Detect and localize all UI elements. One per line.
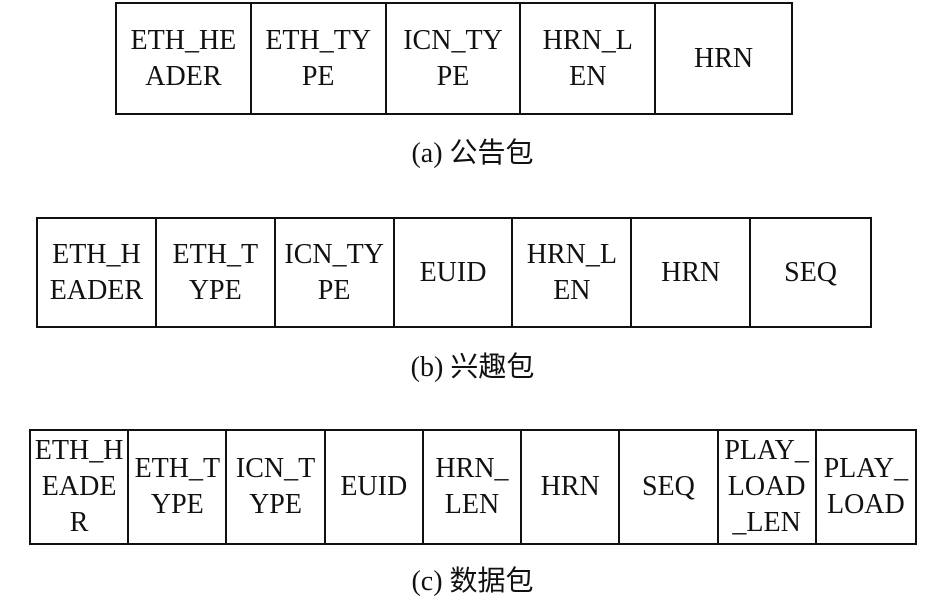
field-hrn: HRN xyxy=(694,42,754,74)
field-hrn-len: HRN_L EN xyxy=(521,4,657,113)
field-eth-type: ETH_T YPE xyxy=(129,431,228,543)
field-payload: PLAY_ LOAD xyxy=(823,453,909,520)
field-seq: SEQ xyxy=(784,256,838,288)
caption-announcement-packet: (a) 公告包 xyxy=(411,138,534,169)
field-icn-type: ICN_TY PE xyxy=(276,219,395,326)
field-hrn: HRN xyxy=(522,431,621,543)
field-seq: SEQ xyxy=(620,431,719,543)
field-eth-header: ETH_H EADE R xyxy=(31,431,130,543)
field-eth-type: ETH_T YPE xyxy=(157,219,276,326)
caption-data-packet: (c) 数据包 xyxy=(411,566,534,597)
field-euid: EUID xyxy=(326,431,424,543)
field-hrn: HRN xyxy=(632,219,752,326)
field-eth-type: ETH_TY PE xyxy=(252,4,387,113)
field-eth-header: ETH_HE ADER xyxy=(117,4,252,113)
announcement-packet-diagram: ETH_HE ADER ETH_TY PE ICN_TY PE HRN_L EN… xyxy=(115,2,793,115)
field-payload-len: PLAY_ LOAD _LEN xyxy=(719,431,817,543)
field-icn-type: ICN_T YPE xyxy=(227,431,326,543)
field-eth-header: ETH_H EADER xyxy=(38,219,157,326)
field-hrn-len: HRN_ LEN xyxy=(424,431,523,543)
interest-packet-diagram: ETH_H EADER ETH_T YPE ICN_TY PE EUID HRN… xyxy=(36,217,872,328)
data-packet-diagram: ETH_H EADE R ETH_T YPE ICN_T YPE EUID HR… xyxy=(29,429,917,545)
field-icn-type: ICN_TY PE xyxy=(387,4,522,113)
field-euid: EUID xyxy=(395,219,514,326)
caption-interest-packet: (b) 兴趣包 xyxy=(410,352,535,383)
field-hrn-len: HRN_L EN xyxy=(513,219,633,326)
